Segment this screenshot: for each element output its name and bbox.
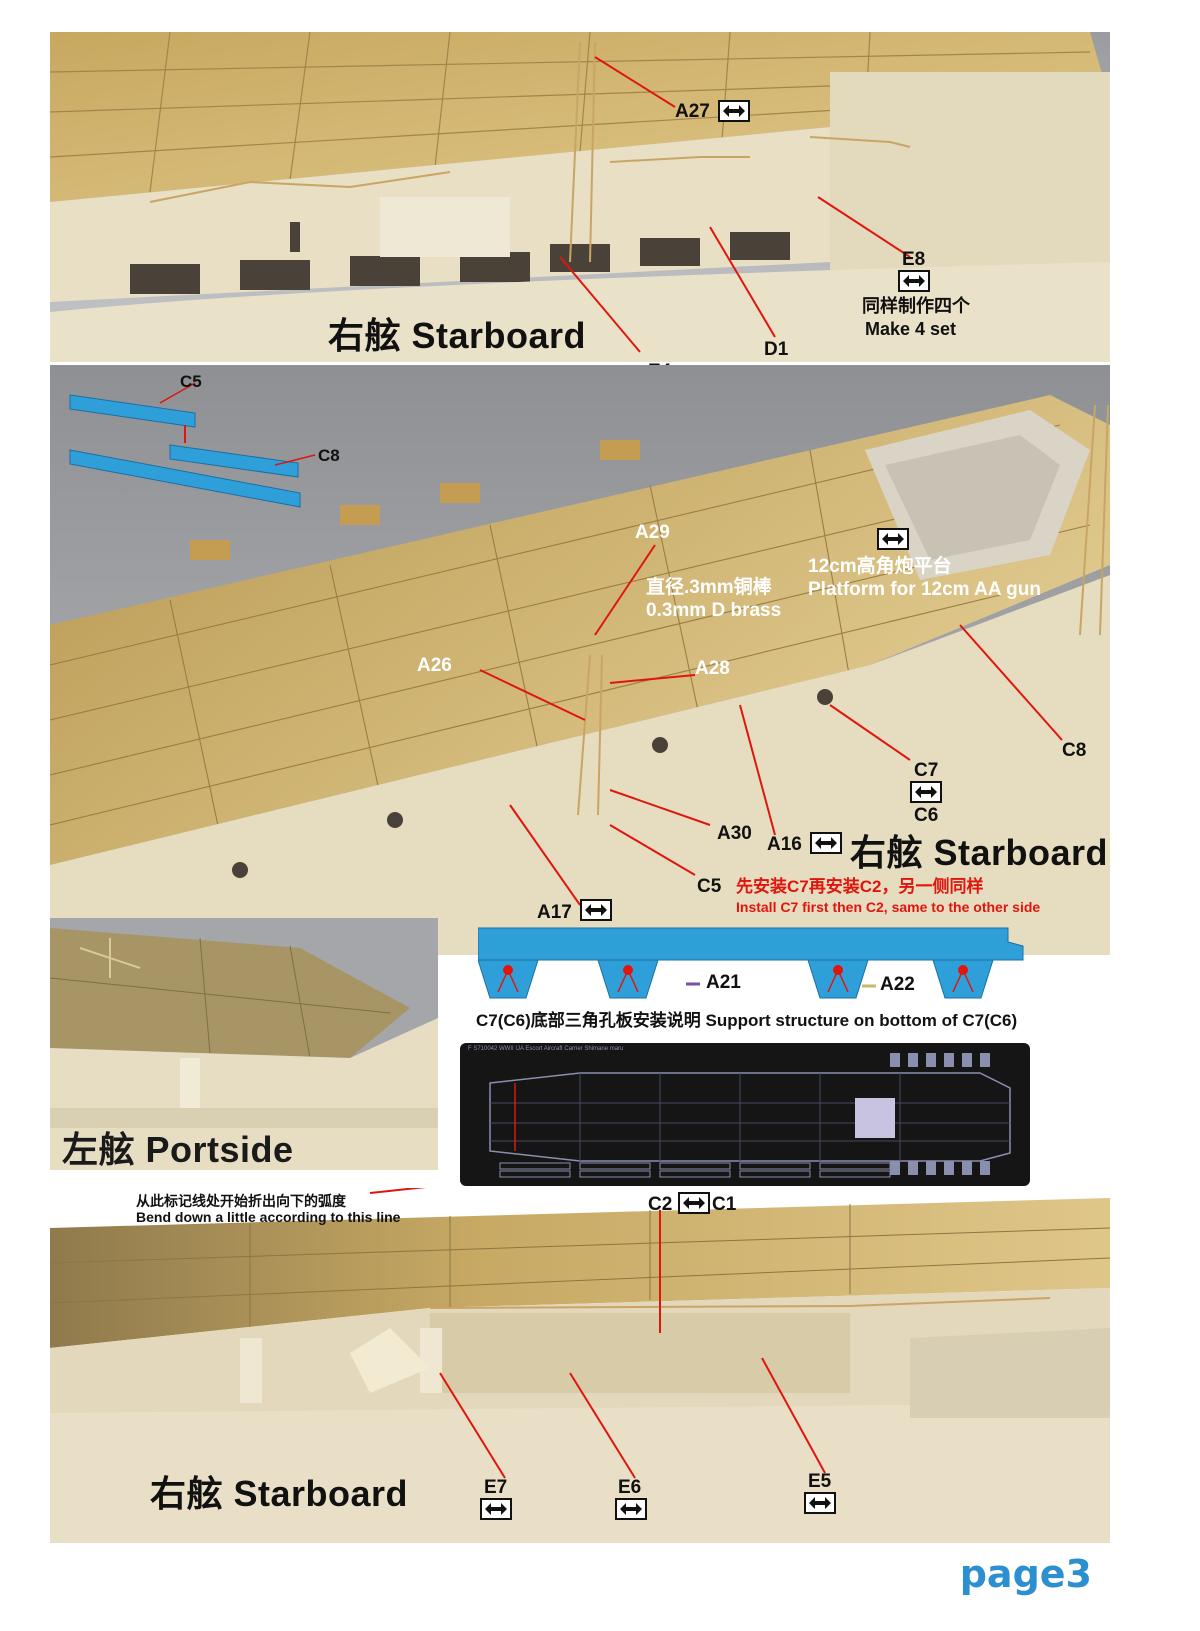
- label-a22: A22: [880, 974, 915, 995]
- label-a16: A16: [767, 834, 802, 855]
- double-arrow-icon: [810, 832, 842, 854]
- label-c5: C5: [697, 876, 722, 897]
- side-label: 右舷 Starboard: [850, 832, 1109, 873]
- double-arrow-icon: [678, 1192, 710, 1214]
- label-c2: C2: [648, 1194, 673, 1215]
- double-arrow-icon: [910, 781, 942, 803]
- note-cn: 同样制作四个: [862, 296, 970, 316]
- label-c7: C7: [914, 760, 939, 781]
- inset-c5-c8-diagram: [69, 382, 316, 508]
- starboard-photo-1: A27 E8 同样制作四个 Make 4 set 右舷 Starboard D1: [50, 32, 1110, 362]
- double-arrow-icon: [580, 899, 612, 921]
- double-arrow-icon: [804, 1492, 836, 1514]
- install-cn: 先安装C7再安装C2，另一侧同样: [736, 877, 984, 896]
- label-c8: C8: [1062, 740, 1087, 761]
- starboard-photo-2: C5 C8 A29 直径.3mm铜棒 0.3mm D brass 12cm高角炮…: [50, 365, 1110, 955]
- double-arrow-icon: [615, 1498, 647, 1520]
- bend-en: Bend down a little according to this lin…: [136, 1209, 401, 1225]
- label-c1: C1: [712, 1194, 737, 1215]
- support-structure-diagram: A21 A22: [478, 924, 1028, 1000]
- starboard-photo-3: 从此标记线处开始折出向下的弧度 Bend down a little accor…: [50, 1188, 1110, 1543]
- inset-c5: C5: [180, 372, 202, 391]
- label-a28: A28: [695, 658, 730, 679]
- label-a30: A30: [717, 823, 752, 844]
- label-a29: A29: [635, 522, 670, 543]
- label-e5: E5: [808, 1471, 832, 1492]
- note-en: Make 4 set: [865, 319, 957, 339]
- side-label: 右舷 Starboard: [150, 1473, 409, 1514]
- bend-cn: 从此标记线处开始折出向下的弧度: [136, 1193, 346, 1209]
- photo-starboard-2: [50, 365, 1110, 955]
- label-e8: E8: [902, 249, 926, 270]
- label-e7: E7: [484, 1477, 508, 1498]
- install-en: Install C7 first then C2, same to the ot…: [736, 899, 1041, 915]
- brass-en: 0.3mm D brass: [646, 600, 782, 621]
- side-label: 左舷 Portside: [62, 1129, 294, 1170]
- label-d1: D1: [764, 339, 789, 360]
- label-a26: A26: [417, 655, 452, 676]
- etched-sheet: F S710042 WWII IJA Escort Aircraft Carri…: [460, 1043, 1030, 1186]
- side-label: 右舷 Starboard: [328, 315, 587, 356]
- brass-cn: 直径.3mm铜棒: [646, 577, 772, 598]
- double-arrow-icon: [718, 100, 750, 122]
- double-arrow-icon: [877, 528, 909, 550]
- label-a21: A21: [706, 972, 741, 993]
- double-arrow-icon: [480, 1498, 512, 1520]
- sheet-title: F S710042 WWII IJA Escort Aircraft Carri…: [468, 1046, 624, 1052]
- double-arrow-icon: [898, 270, 930, 292]
- label-c6: C6: [914, 805, 939, 826]
- portside-photo: 左舷 Portside: [50, 918, 438, 1170]
- inset-c8: C8: [318, 446, 340, 465]
- platform-cn: 12cm高角炮平台: [808, 556, 952, 577]
- platform-en: Platform for 12cm AA gun: [808, 579, 1041, 600]
- label-a27: A27: [675, 101, 710, 122]
- page-number: page3: [959, 1552, 1092, 1596]
- diagram-caption: C7(C6)底部三角孔板安装说明 Support structure on bo…: [476, 1011, 1018, 1030]
- photo-starboard-1: [50, 32, 1110, 362]
- label-e6: E6: [618, 1477, 642, 1498]
- label-a17: A17: [537, 902, 572, 923]
